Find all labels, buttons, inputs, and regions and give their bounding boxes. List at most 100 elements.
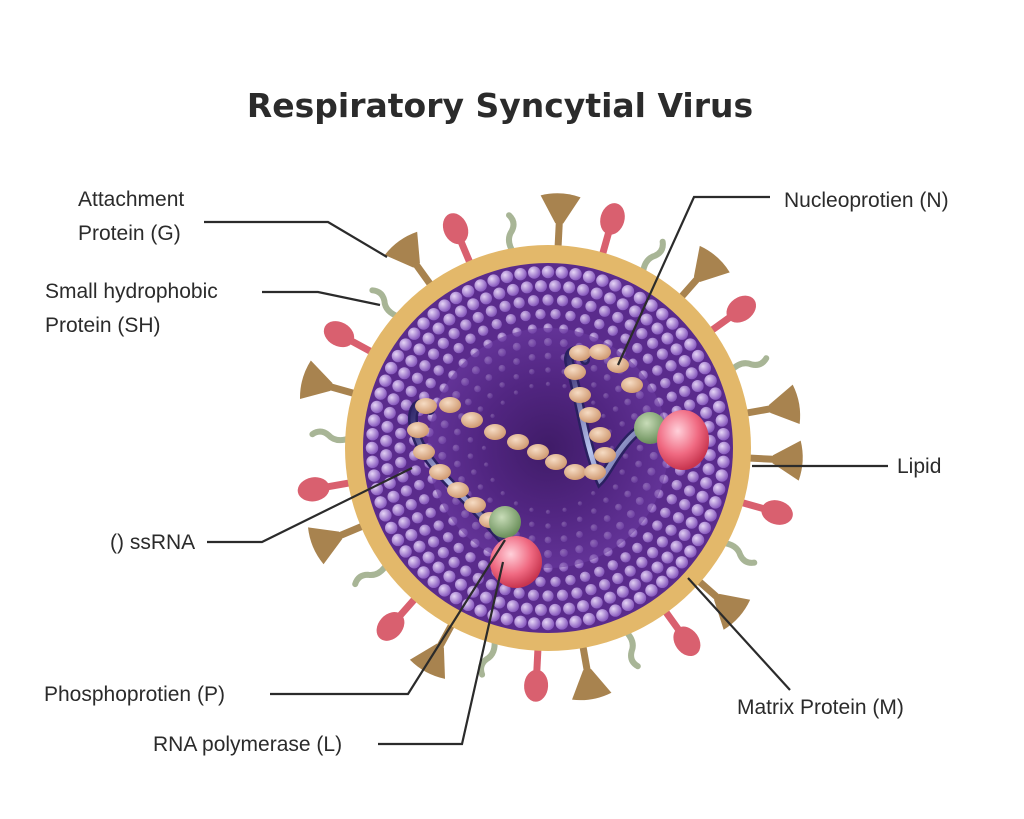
matrix-bead [717, 427, 730, 441]
matrix-bead [443, 313, 456, 326]
nucleoprotein-bead [429, 464, 451, 480]
matrix-bead [527, 617, 541, 630]
matrix-bead [422, 551, 435, 564]
matrix-bead [660, 377, 671, 389]
label-attachment-line2: Protein (G) [78, 222, 181, 245]
matrix-bead [427, 307, 440, 321]
matrix-bead [616, 585, 629, 598]
nucleoprotein-bead [407, 422, 429, 438]
matrix-bead [582, 270, 596, 284]
matrix-bead [527, 266, 541, 279]
matrix-bead [493, 287, 506, 300]
matrix-bead [419, 524, 431, 536]
fusion-protein-spike [524, 645, 549, 702]
matrix-bead [691, 503, 704, 516]
matrix-bead [549, 603, 562, 616]
matrix-bead [405, 385, 417, 397]
matrix-bead [607, 325, 619, 336]
label-lipid: Lipid [897, 455, 941, 478]
matrix-bead [514, 267, 527, 281]
matrix-bead [709, 387, 722, 400]
label-nucleoprotein: Nucleoprotien (N) [784, 189, 949, 212]
matrix-bead [500, 270, 514, 284]
matrix-bead [370, 400, 384, 414]
matrix-bead [590, 287, 603, 300]
matrix-bead [632, 542, 643, 554]
attachment-protein-g [694, 576, 751, 630]
matrix-bead [666, 566, 679, 579]
label-attachment-line1: Attachment [78, 188, 184, 211]
matrix-bead [400, 485, 412, 497]
matrix-bead [442, 353, 454, 364]
matrix-bead [715, 469, 729, 482]
matrix-bead [571, 297, 583, 309]
matrix-bead [400, 399, 412, 411]
matrix-bead [550, 576, 561, 587]
matrix-bead [367, 469, 381, 482]
matrix-bead [454, 305, 467, 318]
matrix-bead [380, 449, 393, 462]
matrix-bead [425, 377, 436, 389]
matrix-bead [652, 520, 663, 531]
matrix-bead [467, 298, 480, 311]
matrix-bead [541, 265, 555, 279]
attachment-protein-g [300, 360, 359, 399]
matrix-bead [398, 367, 411, 380]
matrix-bead [577, 283, 590, 296]
matrix-bead [679, 499, 691, 511]
matrix-bead [700, 406, 713, 419]
matrix-bead [485, 579, 497, 591]
nucleoprotein-bead [507, 434, 529, 450]
matrix-bead [665, 360, 677, 372]
matrix-bead [413, 343, 426, 356]
matrix-bead [465, 552, 476, 563]
matrix-bead [670, 540, 683, 553]
matrix-bead [696, 490, 709, 503]
matrix-bead [696, 393, 709, 406]
matrix-bead [425, 507, 436, 519]
small-hydrophobic-protein [352, 560, 391, 588]
matrix-bead [632, 342, 643, 354]
matrix-bead [448, 556, 460, 569]
matrix-bead [411, 512, 424, 524]
matrix-bead [427, 536, 440, 548]
matrix-bead [684, 338, 697, 351]
matrix-bead [661, 332, 674, 345]
matrix-bead [454, 578, 467, 591]
nucleoprotein-bead [564, 464, 586, 480]
matrix-bead [472, 572, 484, 585]
matrix-bead [411, 372, 424, 384]
small-hydrophobic-protein [727, 355, 770, 375]
matrix-bead [399, 338, 412, 351]
matrix-bead [612, 311, 624, 324]
matrix-bead [395, 427, 407, 440]
attachment-protein-g [742, 384, 801, 424]
small-hydrophobic-protein [718, 539, 758, 566]
matrix-bead [679, 385, 691, 397]
matrix-bead [443, 570, 456, 583]
matrix-bead [629, 305, 642, 318]
matrix-bead [590, 596, 603, 609]
matrix-bead [487, 274, 500, 287]
matrix-bead [505, 314, 517, 325]
matrix-bead [394, 442, 406, 454]
matrix-bead [651, 561, 664, 574]
matrix-bead [405, 529, 418, 542]
matrix-bead [422, 332, 435, 345]
matrix-bead [535, 576, 546, 587]
matrix-bead [499, 584, 511, 596]
matrix-bead [704, 374, 717, 387]
fusion-protein-spike [323, 321, 376, 357]
matrix-bead [405, 354, 418, 367]
matrix-bead [520, 602, 533, 615]
matrix-bead [527, 295, 540, 307]
matrix-bead [417, 566, 430, 579]
matrix-bead [670, 343, 683, 356]
nucleoprotein-bead [447, 482, 469, 498]
matrix-bead [365, 441, 379, 455]
matrix-bead [712, 482, 726, 496]
matrix-bead [432, 322, 445, 335]
matrix-bead [474, 604, 487, 617]
matrix-bead [656, 575, 669, 589]
matrix-bead [684, 399, 696, 411]
